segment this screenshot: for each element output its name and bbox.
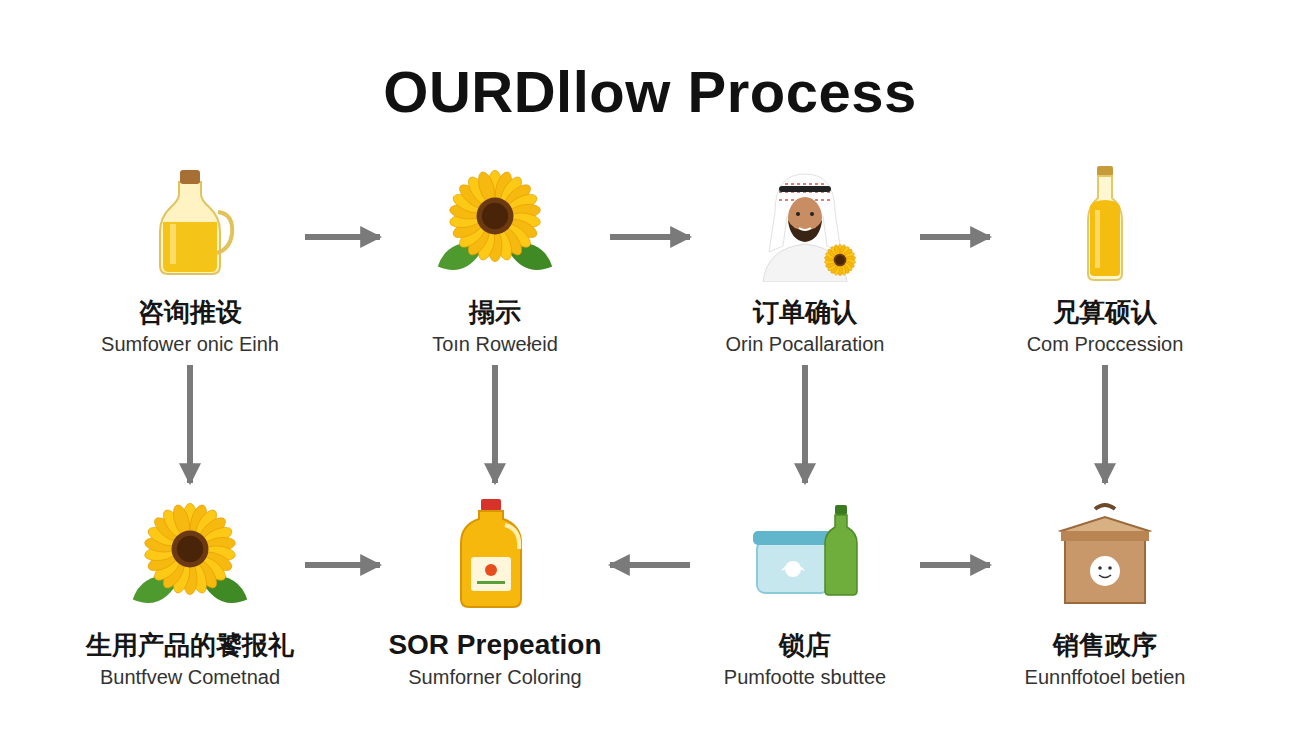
icon-part	[779, 186, 831, 192]
flow-arrow	[610, 562, 690, 568]
flow-arrow	[305, 562, 380, 568]
step-icon	[435, 495, 555, 615]
process-step: 销售政序 Eunnffotoel betien	[990, 495, 1220, 690]
flow-arrow	[920, 234, 990, 240]
icon-part	[172, 531, 209, 568]
flow-arrow	[1102, 365, 1108, 483]
step-title: 兄算硕认	[990, 296, 1220, 328]
icon-part	[785, 561, 801, 577]
icon-part	[1065, 539, 1145, 603]
icon-part	[160, 182, 220, 274]
step-subtitle: Pumfootte sbuttee	[690, 664, 920, 690]
icon-part	[834, 254, 847, 267]
process-step: 搨示 Toın Rowełeid	[380, 162, 610, 357]
icon-part	[769, 174, 841, 252]
process-step: 订单确认 Orin Pocallaration	[690, 162, 920, 357]
icon-part	[180, 170, 200, 184]
step-subtitle: Eunnffotoel betien	[990, 664, 1220, 690]
step-subtitle: Sumfower onic Einh	[75, 331, 305, 357]
icon-part	[163, 222, 217, 272]
icon-part	[1090, 556, 1120, 586]
process-step: 生用产品的饕报礼 Buntfvew Cometnad	[75, 495, 305, 690]
icon-part	[1061, 517, 1149, 543]
step-subtitle: Orin Pocallaration	[690, 331, 920, 357]
icon-part	[217, 212, 232, 253]
process-step: 兄算硕认 Com Proccession	[990, 162, 1220, 357]
icon-part	[1061, 531, 1149, 541]
step-title: 咨询推设	[75, 296, 305, 328]
step-title: 订单确认	[690, 296, 920, 328]
icon-part	[757, 541, 829, 593]
step-title: 搨示	[380, 296, 610, 328]
icon-part	[1088, 176, 1122, 280]
icon-part	[788, 220, 822, 242]
step-title: SOR Prepeation	[380, 629, 610, 661]
icon-part	[1097, 166, 1113, 176]
process-step: 咨询推设 Sumfower onic Einh	[75, 162, 305, 357]
icon-part	[471, 557, 511, 591]
flow-arrow	[187, 365, 193, 483]
icon-part	[505, 525, 519, 549]
icon-part	[835, 505, 847, 515]
step-title: 锁店	[690, 629, 920, 661]
icon-part	[825, 515, 857, 595]
icon-part	[753, 531, 833, 545]
icon-part	[810, 212, 814, 216]
icon-part	[796, 212, 800, 216]
step-subtitle: Sumforner Coloring	[380, 664, 610, 690]
step-icon	[1045, 495, 1165, 615]
step-icon	[745, 162, 865, 282]
icon-part	[477, 198, 514, 235]
icon-part	[461, 511, 521, 607]
flow-arrow	[305, 234, 380, 240]
icon-part	[799, 228, 811, 230]
step-icon	[745, 495, 865, 615]
flow-arrow	[492, 365, 498, 483]
icon-part	[477, 581, 505, 584]
step-icon	[435, 162, 555, 282]
step-title: 生用产品的饕报礼	[75, 629, 305, 661]
icon-part	[1090, 200, 1120, 276]
icon-part	[482, 203, 508, 229]
flow-arrow	[610, 234, 690, 240]
step-icon	[130, 495, 250, 615]
icon-part	[481, 499, 501, 511]
step-subtitle: Toın Rowełeid	[380, 331, 610, 357]
icon-part	[1108, 566, 1112, 570]
step-icon	[130, 162, 250, 282]
icon-part	[1099, 575, 1111, 578]
icon-part	[1095, 210, 1100, 268]
flow-arrow	[920, 562, 990, 568]
icon-part	[485, 564, 497, 576]
icon-part	[177, 536, 203, 562]
step-subtitle: Buntfvew Cometnad	[75, 664, 305, 690]
flow-arrow	[802, 365, 808, 483]
icon-part	[836, 256, 845, 265]
icon-part	[1095, 505, 1115, 509]
step-icon	[1045, 162, 1165, 282]
process-step: 锁店 Pumfootte sbuttee	[690, 495, 920, 690]
diagram-title: OURDllow Process	[0, 52, 1300, 132]
icon-part	[1098, 566, 1102, 570]
icon-part	[170, 224, 176, 264]
step-title: 销售政序	[990, 629, 1220, 661]
step-subtitle: Com Proccession	[990, 331, 1220, 357]
process-step: SOR PrepeationSumforner Coloring	[380, 495, 610, 690]
